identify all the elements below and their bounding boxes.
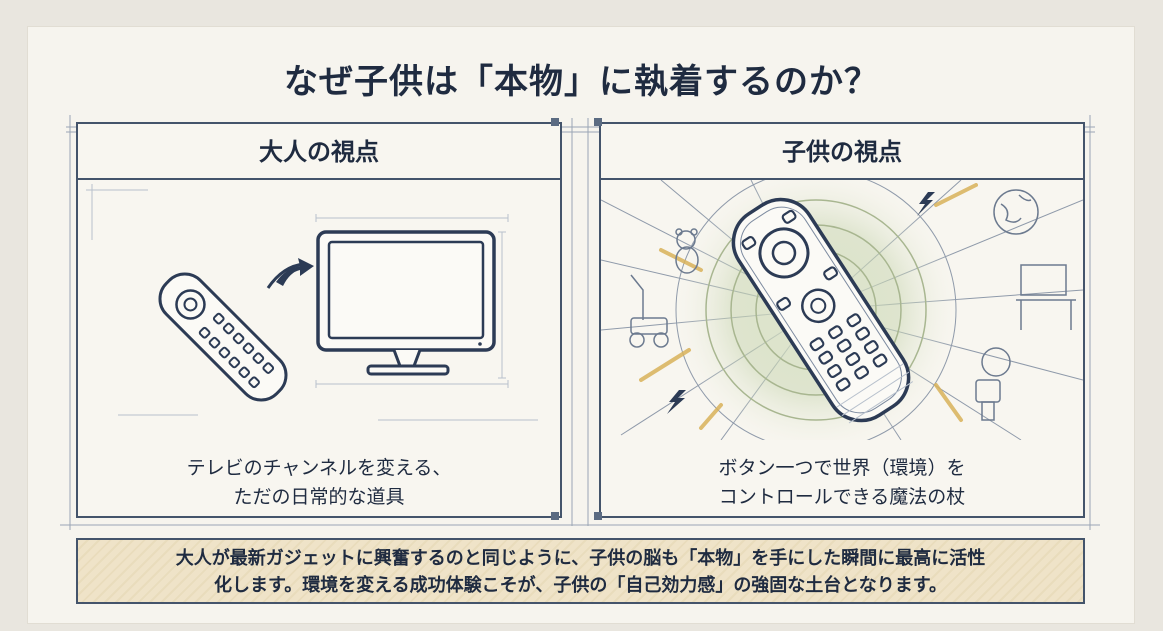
child-caption-line2: コントロールできる魔法の杖 [718, 486, 966, 508]
gold-rays [639, 183, 978, 430]
child-perspective-caption: ボタン一つで世界（環境）を コントロールできる魔法の杖 [601, 454, 1083, 512]
adult-caption-line2: ただの日常的な道具 [233, 486, 405, 508]
television-icon [316, 230, 496, 376]
page-title: なぜ子供は「本物」に執着するのか？ [284, 62, 879, 102]
corner-marker [594, 512, 602, 520]
toy-lawnmower-icon [629, 274, 669, 348]
toy-robot-icon [975, 347, 1011, 421]
glowing-remote-icon [731, 197, 914, 424]
adult-caption-line1: テレビのチャンネルを変える、 [186, 457, 452, 479]
adult-perspective-caption: テレビのチャンネルを変える、 ただの日常的な道具 [78, 454, 560, 512]
lightning-icon [667, 192, 935, 414]
corner-marker [594, 118, 602, 126]
child-perspective-heading: 子供の視点 [601, 124, 1083, 180]
child-illustration [601, 180, 1083, 440]
child-perspective-panel: 子供の視点 [599, 122, 1085, 518]
adult-perspective-heading: 大人の視点 [78, 124, 560, 180]
child-caption-line1: ボタン一つで世界（環境）を [718, 457, 966, 479]
summary-line2: 化します。環境を変える成功体験こそが、子供の「自己効力感」の強固な土台となります… [214, 575, 947, 596]
adult-perspective-panel: 大人の視点 [76, 122, 562, 518]
teddy-bear-icon [675, 228, 699, 274]
remote-control-icon [158, 272, 288, 402]
globe-icon [993, 189, 1039, 235]
arrow-icon [266, 258, 314, 289]
tv-stand-icon [1016, 264, 1076, 330]
summary-box: 大人が最新ガジェットに興奮するのと同じように、子供の脳も「本物」を手にした瞬間に… [76, 538, 1085, 604]
corner-marker [551, 512, 559, 520]
corner-marker [551, 118, 559, 126]
summary-line1: 大人が最新ガジェットに興奮するのと同じように、子供の脳も「本物」を手にした瞬間に… [175, 548, 986, 569]
adult-illustration [86, 184, 538, 421]
